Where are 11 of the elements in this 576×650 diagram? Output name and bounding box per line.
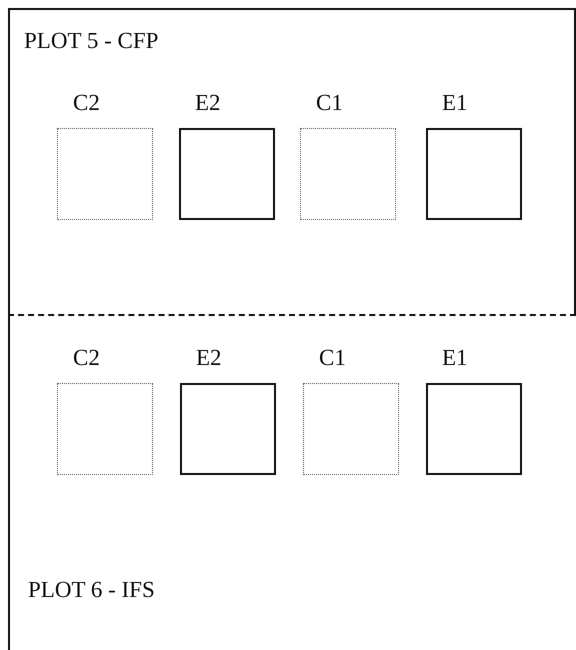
treatment-label: C2 — [73, 90, 100, 116]
treatment-label: E2 — [196, 345, 222, 371]
treatment-label: E1 — [442, 345, 468, 371]
treatment-label: C1 — [319, 345, 346, 371]
treatment-label: E1 — [442, 90, 468, 116]
treatment-label: C1 — [316, 90, 343, 116]
plot-area — [8, 8, 576, 316]
plot-title: PLOT 5 - CFP — [24, 28, 158, 54]
treatment-label: E2 — [195, 90, 221, 116]
plot-title: PLOT 6 - IFS — [28, 577, 155, 603]
treatment-label: C2 — [73, 345, 100, 371]
